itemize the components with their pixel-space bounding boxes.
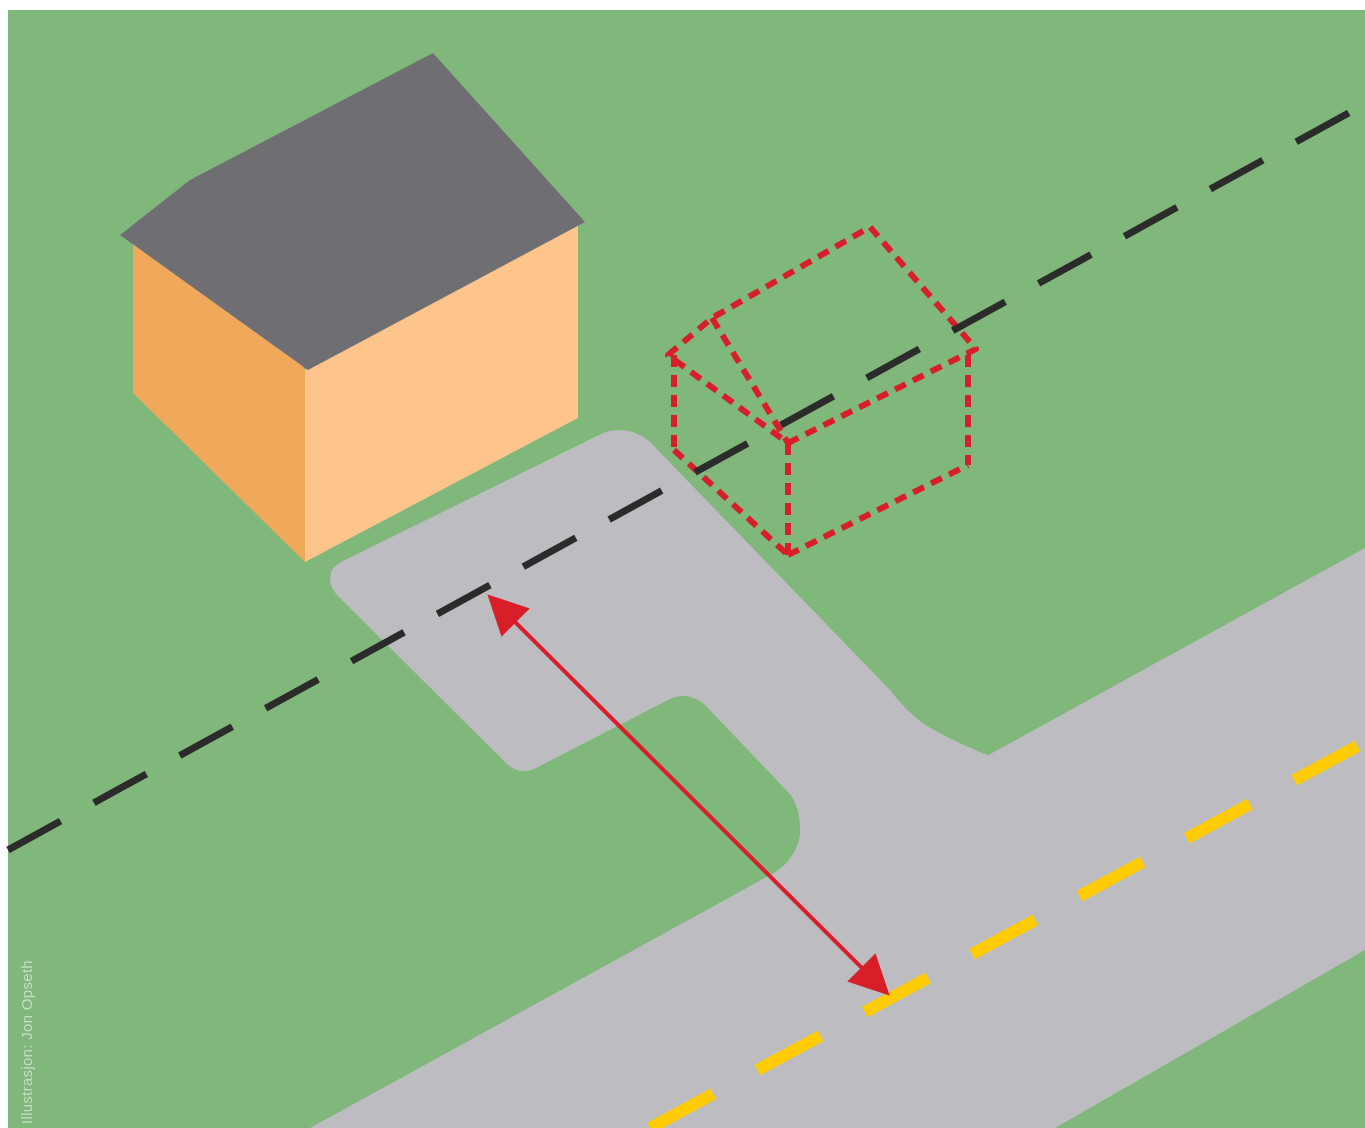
planned-house-ridge-outline xyxy=(709,316,791,445)
illustration-credit: Illustrasjon: Jon Opseth xyxy=(19,960,36,1124)
planned-house-roof-outline xyxy=(665,224,979,446)
property-line xyxy=(6,100,1365,854)
planned-house-outline xyxy=(665,224,979,558)
distance-arrow xyxy=(487,594,890,996)
house-roof xyxy=(120,53,585,370)
house-front-wall xyxy=(305,225,578,562)
planned-house-base-left xyxy=(671,447,791,558)
planned-house-base-right xyxy=(786,462,970,558)
existing-house xyxy=(120,53,585,562)
road-center-line xyxy=(647,736,1365,1128)
house-left-wall xyxy=(133,183,305,562)
